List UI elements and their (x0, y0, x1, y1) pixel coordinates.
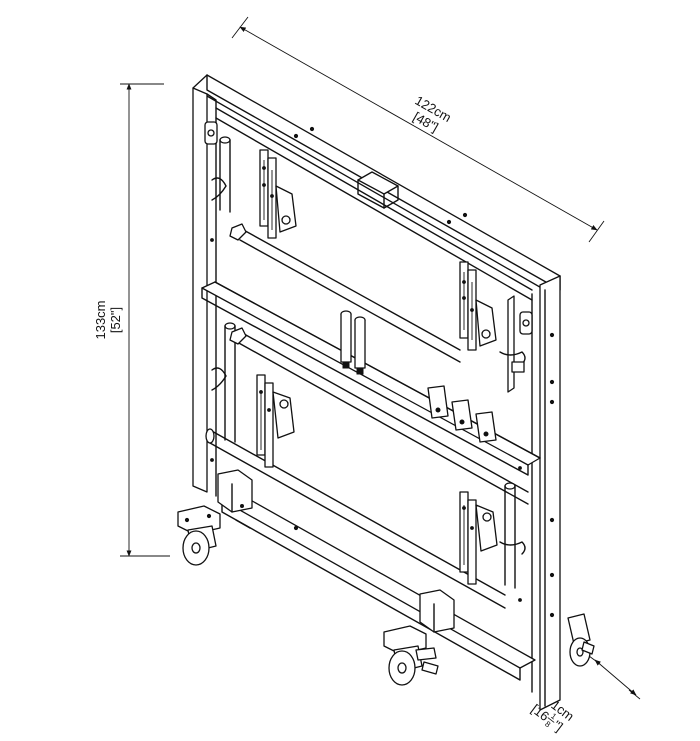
height-imperial-label: [52"] (108, 307, 123, 333)
upper-right-hinge-bracket (459, 261, 497, 351)
outer-frame (192, 74, 561, 711)
lower-left-latch (211, 322, 247, 443)
upper-left-hinge-bracket (259, 149, 297, 239)
storage-cylinders (340, 310, 366, 375)
height-dimension: 133cm [52"] (93, 83, 170, 557)
depth-imperial-numerator: 1 (549, 711, 558, 721)
left-caster-mount (217, 469, 253, 513)
right-caster-mount (419, 589, 455, 633)
upper-right-latch (499, 295, 533, 393)
upper-left-latch (204, 121, 247, 241)
storage-brackets (427, 385, 497, 443)
caster-front-left (177, 505, 221, 566)
lower-left-hinge-bracket (256, 374, 295, 468)
caster-rear-right (567, 613, 595, 667)
lower-right-hinge-bracket (459, 491, 498, 585)
depth-imperial-denominator: 8 (543, 719, 552, 729)
caster-front-right (383, 625, 439, 686)
height-metric-label: 133cm (93, 300, 108, 339)
lower-right-latch (499, 482, 526, 589)
right-post-holes (549, 332, 555, 618)
frame-screws (210, 238, 522, 602)
upper-inner-rail (236, 227, 529, 505)
lower-cross-bar (205, 428, 506, 609)
